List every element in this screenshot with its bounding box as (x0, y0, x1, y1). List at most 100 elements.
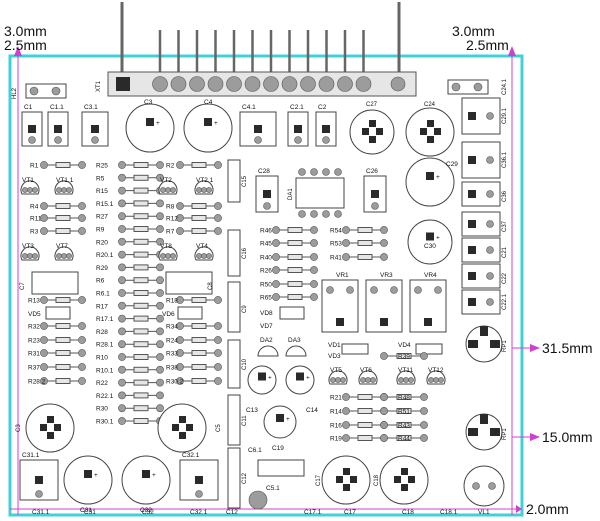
pad-round (170, 253, 176, 259)
cap-c29-1 (461, 97, 501, 135)
pad-round (176, 363, 184, 371)
pad-round (201, 187, 207, 193)
res-r27 (133, 213, 149, 220)
hl2-pad2 (51, 86, 61, 96)
cap-c10 (227, 339, 241, 389)
label-c1: C1 (24, 104, 33, 111)
label-c6-1: C6.1 (248, 447, 262, 454)
pad-round (335, 377, 341, 383)
label-r6: R6 (96, 278, 105, 285)
pad-round (78, 363, 86, 371)
label-c9: C9 (242, 305, 248, 313)
label-r1: R1 (30, 163, 39, 170)
res-r2 (191, 162, 207, 168)
res-r34 (191, 323, 207, 329)
res-r20 (133, 238, 149, 245)
ecap-c3 (25, 403, 75, 453)
pad-round (322, 168, 330, 176)
res-r28-1 (133, 341, 149, 348)
pad-round (118, 301, 126, 310)
res-r20-1 (133, 251, 149, 258)
pad-round (340, 377, 346, 383)
pad-round (310, 210, 318, 218)
pad-round (214, 322, 222, 330)
pad-square (468, 340, 478, 348)
label-c22: C22 (502, 272, 508, 284)
pad-square (468, 112, 476, 120)
res-r29 (133, 264, 149, 271)
pad-round (118, 250, 126, 259)
label-da2: DA2 (260, 337, 273, 344)
label-c13: C13 (246, 407, 258, 414)
pad-round (22, 253, 28, 259)
label-r40: R40 (260, 255, 272, 262)
pad-square (195, 476, 203, 484)
label-vt6: VT6 (360, 367, 372, 374)
label-vt1-1: VT1.1 (56, 177, 74, 184)
pad-square (369, 120, 376, 127)
label-r51: R51 (398, 409, 410, 416)
label-r31: R31 (28, 351, 40, 358)
pad-round (170, 187, 176, 193)
xt1-pad (337, 76, 353, 92)
ecap-c17 (321, 455, 371, 505)
label-c32: C32 (140, 507, 152, 514)
pad-square (296, 372, 304, 381)
ecap-c32 (121, 455, 171, 505)
pad-round (310, 239, 318, 247)
pad-round (214, 377, 222, 385)
pad-round (176, 202, 184, 210)
res-r53 (357, 240, 373, 246)
plus-sign: + (156, 120, 160, 127)
pad-round (78, 214, 86, 222)
res-r45 (287, 240, 303, 246)
pad-round (420, 393, 428, 401)
dim-right-upper: 31.5mm (542, 340, 593, 356)
pad-round (342, 239, 350, 247)
pad-round (118, 353, 126, 361)
cap-c12 (227, 447, 241, 509)
bottom-label-vl1: VL1 (478, 509, 490, 516)
label-c15: C15 (242, 175, 248, 187)
ecap-c27 (349, 109, 395, 155)
pad-square (91, 125, 99, 133)
res-r43 (396, 422, 412, 428)
label-vd5: VD5 (28, 311, 41, 318)
res-r15-1 (133, 200, 149, 207)
res-r65 (287, 294, 303, 300)
xt1-pad (189, 76, 205, 92)
label-r25: R25 (96, 163, 108, 170)
pad-round (156, 212, 164, 221)
pad-square (468, 246, 476, 254)
pad-round (214, 336, 222, 344)
pad-round (214, 227, 222, 235)
res-r28-2 (55, 378, 71, 384)
pad-square (380, 318, 388, 326)
pad-round (403, 377, 409, 383)
bottom-label-c17: C17 (344, 509, 356, 516)
label-r19: R19 (330, 436, 342, 443)
res-r17-1 (133, 315, 149, 322)
pad-round (156, 263, 164, 272)
pad-round (272, 239, 280, 247)
label-c1-1: C1.1 (50, 104, 64, 111)
pad-round (486, 156, 494, 164)
pad-round (380, 239, 388, 247)
pad-round (201, 253, 207, 259)
dim-top-left-outer: 3.0mm (4, 23, 47, 39)
cap-c22-1 (461, 289, 501, 315)
res-r9 (133, 226, 149, 232)
pad-square (28, 125, 36, 133)
cap-c6-1 (257, 459, 305, 477)
res-r3 (55, 228, 71, 234)
pad-round (156, 301, 164, 310)
pad-square (408, 476, 415, 483)
pad-round (156, 327, 164, 336)
c24-1-pad2 (473, 82, 483, 92)
pad-round (472, 482, 480, 490)
pad-round (330, 377, 336, 383)
pad-round (433, 377, 439, 383)
pad-square (480, 326, 488, 336)
cap-c8 (165, 271, 213, 295)
